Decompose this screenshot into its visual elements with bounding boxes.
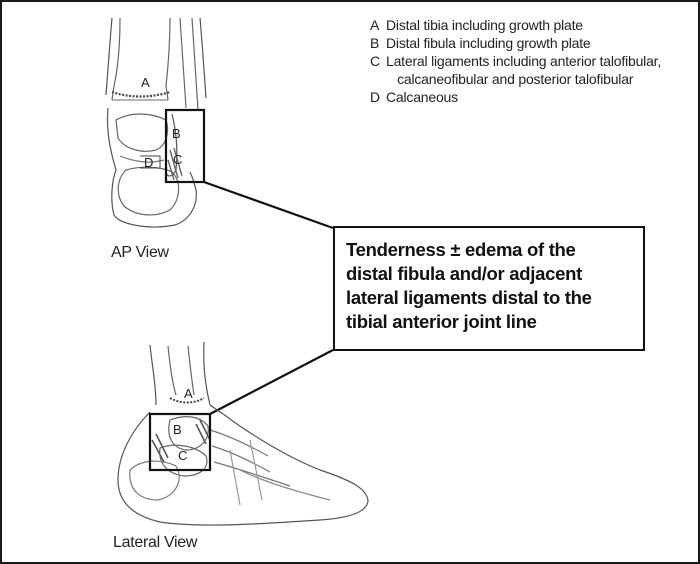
ap-label-d: D (144, 155, 153, 170)
callout-line-2: distal fibula and/or adjacent (346, 263, 582, 284)
callout-line-1: Tenderness ± edema of the (346, 238, 633, 262)
legend-text: Lateral ligaments including anterior tal… (386, 53, 662, 87)
legend-key: D (370, 89, 380, 105)
legend-item: D Calcaneous (370, 88, 661, 106)
connector-line-top (203, 180, 334, 230)
callout-line-4: tibial anterior joint line (346, 311, 537, 332)
legend-key: B (370, 35, 380, 51)
callout-text: edema of the (465, 239, 576, 260)
lateral-label-c: C (178, 448, 187, 463)
lateral-focus-box (148, 412, 212, 472)
ap-label-b: B (172, 126, 181, 141)
legend-text: Distal fibula including growth plate (386, 35, 591, 51)
lateral-label-b: B (173, 422, 182, 437)
legend-text: Calcaneous (386, 89, 458, 105)
lateral-view-label: Lateral View (113, 534, 198, 551)
ap-view-label: AP View (111, 244, 169, 261)
ap-view-illustration (105, 17, 207, 228)
legend-item: B Distal fibula including growth plate (370, 34, 661, 52)
ap-focus-box (164, 108, 206, 184)
legend-key: A (370, 17, 380, 33)
legend-text: Distal tibia including growth plate (386, 17, 583, 33)
callout-box: Tenderness ± edema of the distal fibula … (333, 226, 645, 351)
plus-minus-symbol: ± (450, 239, 461, 260)
legend-item: A Distal tibia including growth plate (370, 16, 661, 34)
legend-key: C (370, 53, 380, 69)
legend: A Distal tibia including growth plate B … (370, 16, 661, 106)
ap-label-a: A (141, 75, 150, 90)
lateral-label-a: A (184, 386, 193, 401)
legend-item: C Lateral ligaments including anterior t… (370, 52, 661, 88)
callout-line-3: lateral ligaments distal to the (346, 287, 592, 308)
connector-line-bottom (209, 349, 334, 415)
callout-text: Tenderness (346, 239, 446, 260)
lateral-view-illustration (117, 341, 369, 526)
ap-label-c: C (173, 152, 182, 167)
